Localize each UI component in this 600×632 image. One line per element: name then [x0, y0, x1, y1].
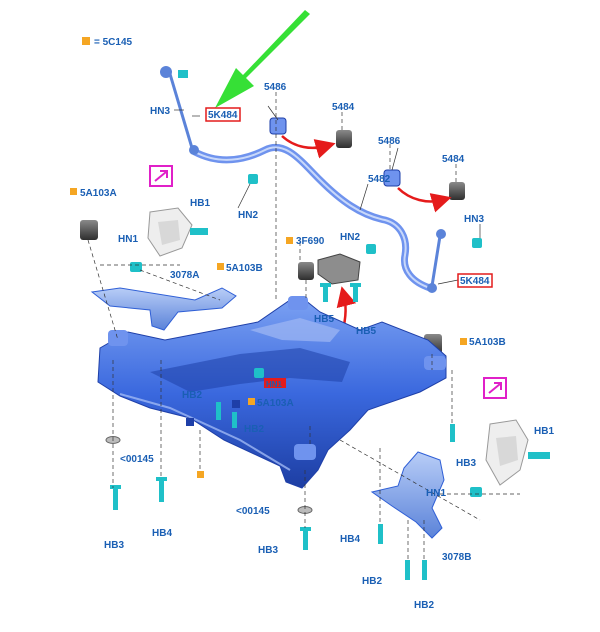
steering-knuckle-right — [470, 419, 550, 497]
label-5484-top: 5484 — [332, 102, 355, 113]
label-hb4-left: HB4 — [152, 528, 172, 539]
label-00145-mid: <00145 — [236, 506, 270, 517]
label-00145-left: <00145 — [120, 454, 154, 465]
label-5a103b-right: 5A103B — [469, 337, 506, 348]
label-hb2-b: HB2 — [244, 424, 264, 435]
stabilizer-bushing-left — [269, 117, 352, 148]
bolt-hb3-mid — [300, 527, 311, 550]
bolt-hb2-d — [422, 560, 427, 580]
bolt-hn2-mid — [366, 244, 376, 254]
label-5486-right: 5486 — [378, 136, 401, 147]
label-5486-top: 5486 — [264, 82, 287, 93]
bolt-hb4-mid — [378, 524, 383, 544]
leader-lines — [87, 92, 520, 560]
label-5a103a-top: 5A103A — [80, 188, 117, 199]
label-hb2-a: HB2 — [182, 390, 202, 401]
label-hn2-mid: HN2 — [340, 232, 360, 243]
bolt-hb5-right — [350, 283, 361, 302]
label-5k484-top: 5K484 — [208, 110, 238, 121]
steering-knuckle-left — [130, 207, 208, 272]
stabilizer-link-right — [427, 229, 446, 293]
label-hb2-c: HB2 — [362, 576, 382, 587]
bolt-hb5-left — [320, 283, 331, 302]
label-hb2-d: HB2 — [414, 600, 434, 611]
bolt-hb3-left — [110, 485, 121, 510]
red-arrow-left — [281, 135, 336, 159]
orange-marker-a103b-right — [460, 338, 467, 345]
label-3f690: 3F690 — [296, 236, 325, 247]
orange-marker-3f690 — [286, 237, 293, 244]
mount-5a103b-mid — [298, 262, 314, 280]
label-hb5-right: HB5 — [356, 326, 376, 337]
legend-swatch — [82, 37, 90, 45]
highlight-box-5k484-top — [205, 107, 241, 122]
orange-marker-a103a-top — [70, 188, 77, 195]
highlight-box-5k484-right — [457, 273, 493, 288]
green-pointer-arrow — [215, 10, 310, 108]
orange-marker-a103b-mid — [217, 263, 224, 270]
legend-text: = 5C145 — [94, 37, 133, 48]
label-5482: 5482 — [368, 174, 391, 185]
stabilizer-link-left — [160, 66, 199, 155]
lower-arm-3078a — [90, 287, 237, 331]
bolt-hb2-c — [405, 560, 410, 580]
label-hb4-mid: HB4 — [340, 534, 360, 545]
mount-5a103a-top — [80, 220, 98, 240]
label-5484-right: 5484 — [442, 154, 465, 165]
label-hb1-left: HB1 — [190, 198, 210, 209]
bolt-hb3-right — [450, 424, 455, 442]
bolt-hb2-a — [216, 402, 221, 420]
label-hidden: HN1 — [266, 380, 283, 389]
hidden-label-box — [264, 378, 286, 388]
orange-marker-bottom — [197, 471, 204, 478]
bolt-hb4-left — [156, 477, 167, 502]
label-hn1-right: HN1 — [426, 488, 446, 499]
label-hn1-left: HN1 — [118, 234, 138, 245]
label-hn3-top: HN3 — [150, 106, 170, 117]
label-5a103b-mid: 5A103B — [226, 263, 263, 274]
orange-marker-a103a-low — [248, 398, 255, 405]
label-hn3-right: HN3 — [464, 214, 484, 225]
bolt-hidden — [254, 368, 264, 378]
red-arrow-right — [397, 187, 452, 213]
bracket-3f690 — [317, 253, 361, 285]
label-3078a: 3078A — [170, 270, 199, 281]
magenta-tag-left — [149, 165, 173, 187]
label-3078b: 3078B — [442, 552, 471, 563]
lower-arm-3078b — [370, 451, 445, 539]
label-hb3-mid: HB3 — [258, 545, 278, 556]
front-subframe — [97, 296, 447, 489]
label-hb5-left: HB5 — [314, 314, 334, 325]
legend: = 5C145 — [82, 37, 133, 48]
bolt-hn2-left — [248, 174, 258, 184]
bolt-hn3-right — [472, 238, 482, 248]
label-5a103a-low: 5A103A — [257, 398, 294, 409]
magenta-tag-right — [483, 377, 507, 399]
label-5k484-right: 5K484 — [460, 276, 490, 287]
label-hb1-right: HB1 — [534, 426, 554, 437]
label-hb3-right: HB3 — [456, 458, 476, 469]
bolt-hb2-b — [232, 412, 237, 428]
label-hn2-left: HN2 — [238, 210, 258, 221]
stabilizer-bushing-right — [383, 169, 465, 200]
label-hb3-left: HB3 — [104, 540, 124, 551]
